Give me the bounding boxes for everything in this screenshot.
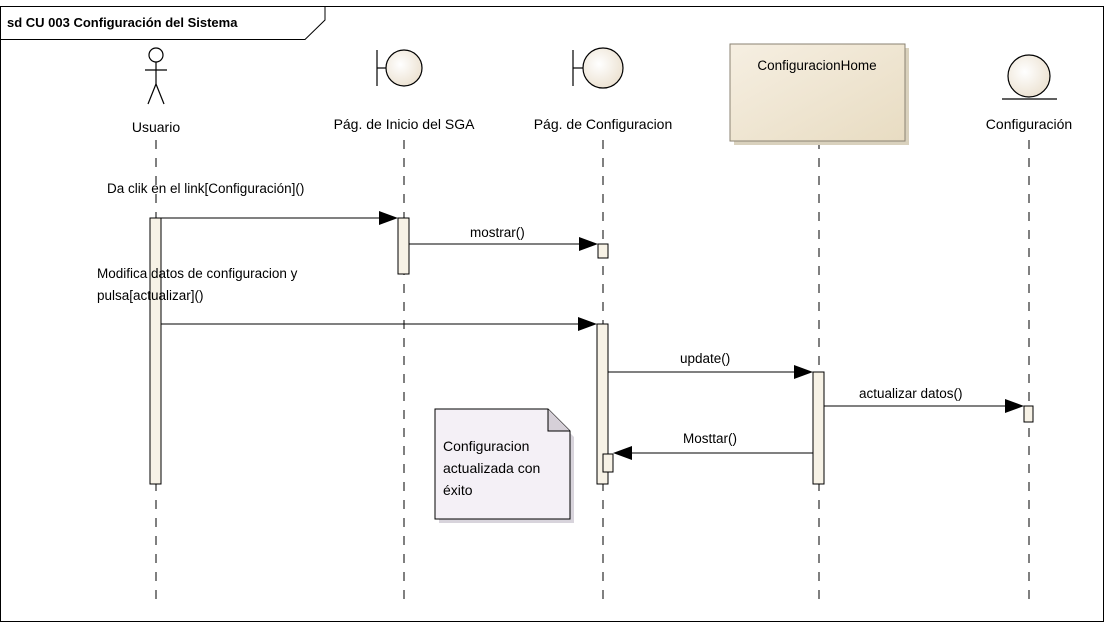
boundary-icon xyxy=(376,49,423,87)
activation-config-page-1 xyxy=(597,243,609,259)
message-label-3b: pulsa[actualizar]() xyxy=(97,288,204,303)
message-label-3a: Modifica datos de configuracion y xyxy=(97,266,298,281)
arrowhead-6 xyxy=(613,446,632,460)
lifeline-label-entity: Configuración xyxy=(986,116,1072,132)
activation-config-page-2 xyxy=(596,323,609,485)
frame-title: sd CU 003 Configuración del Sistema xyxy=(7,15,238,30)
lifeline-label-inicio: Pág. de Inicio del SGA xyxy=(334,116,476,132)
note-line-3: éxito xyxy=(443,482,473,498)
note-line-1: Configuracion xyxy=(443,438,529,454)
frame-title-tab xyxy=(0,6,326,40)
activation-home xyxy=(812,371,825,485)
entity-icon xyxy=(1002,54,1057,100)
message-label-5: actualizar datos() xyxy=(859,386,963,401)
arrowhead-2 xyxy=(579,237,598,251)
activation-usuario xyxy=(149,217,162,485)
lifeline-label-home: ConfiguracionHome xyxy=(757,58,876,73)
class-box-home xyxy=(729,43,906,142)
lifeline-label-usuario: Usuario xyxy=(132,119,180,135)
activation-entity xyxy=(1023,405,1034,423)
note: Configuracion actualizada con éxito xyxy=(434,408,574,523)
activation-config-page-3 xyxy=(602,453,614,473)
message-label-1: Da clik en el link[Configuración]() xyxy=(107,181,304,196)
lifeline-label-config-page: Pág. de Configuracion xyxy=(534,116,673,132)
boundary-icon xyxy=(572,47,624,89)
actor-icon xyxy=(145,47,167,105)
message-label-2: mostrar() xyxy=(470,225,525,240)
arrowhead-5 xyxy=(1005,399,1024,413)
arrowhead-4 xyxy=(794,365,813,379)
message-label-6: Mosttar() xyxy=(683,431,737,446)
note-line-2: actualizada con xyxy=(443,460,540,476)
arrowhead-3 xyxy=(578,317,597,331)
arrowhead-1 xyxy=(379,211,398,225)
activation-inicio xyxy=(397,217,410,275)
message-label-4: update() xyxy=(680,351,730,366)
diagram-frame xyxy=(0,6,1104,622)
